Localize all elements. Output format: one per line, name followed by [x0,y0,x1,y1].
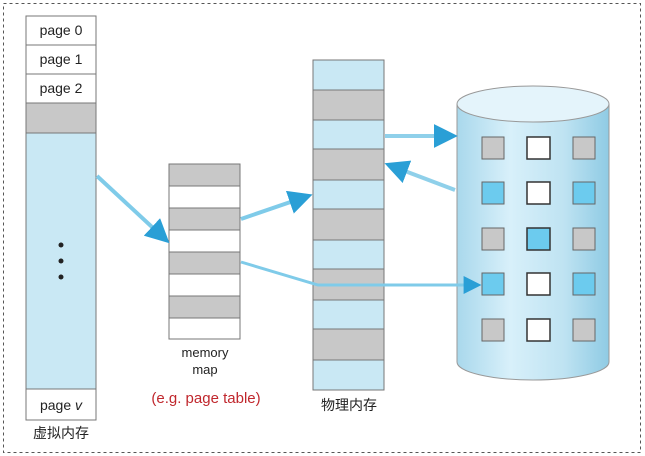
page-2-label: page 2 [40,80,83,96]
physical-frame-block [312,328,385,361]
page-table-note: (e.g. page table) [151,390,260,407]
disk-cylinder [456,85,610,381]
arrow-virtual-to-map [95,174,170,244]
physical-frame-block [312,89,385,121]
disk-block [526,318,551,342]
disk-block [526,181,551,205]
memory-map: memory map (e.g. page table) [151,163,261,407]
disk-block [481,318,505,342]
ellipsis-dot [58,274,64,280]
disk-block [481,181,505,205]
outer-frame [3,3,641,453]
page-1-label: page 1 [40,51,83,67]
disk-block [572,136,596,160]
disk-block [526,136,551,160]
page-v-label: page v [40,397,83,413]
virtual-memory-caption: 虚拟内存 [33,425,89,441]
disk-block [481,272,505,296]
mapping-arrows [95,124,482,294]
disk-block [572,227,596,251]
disk-block [481,227,505,251]
disk-block [526,227,551,251]
ellipsis-dot [58,258,64,264]
memory-map-caption-line1: memory [182,345,229,360]
arrow-map-to-physical [240,190,313,221]
disk-block [481,136,505,160]
disk-block [572,181,596,205]
physical-memory-column: 物理内存 [312,59,385,413]
page-0-label: page 0 [40,22,83,38]
arrow-map-to-disk [240,260,482,294]
disk-block [572,272,596,296]
disk-block [526,272,551,296]
memory-map-caption-line2: map [192,362,217,377]
physical-frame-block [312,208,385,241]
physical-frame-block [312,148,385,181]
arrow-disk-to-physical [384,160,456,192]
physical-memory-caption: 物理内存 [321,397,377,413]
virtual-memory-column: page 0 page 1 page 2 page v 虚拟内存 [25,15,97,441]
ellipsis-dot [58,242,64,248]
disk-block [572,318,596,342]
virtual-page-gray-block [25,102,97,134]
